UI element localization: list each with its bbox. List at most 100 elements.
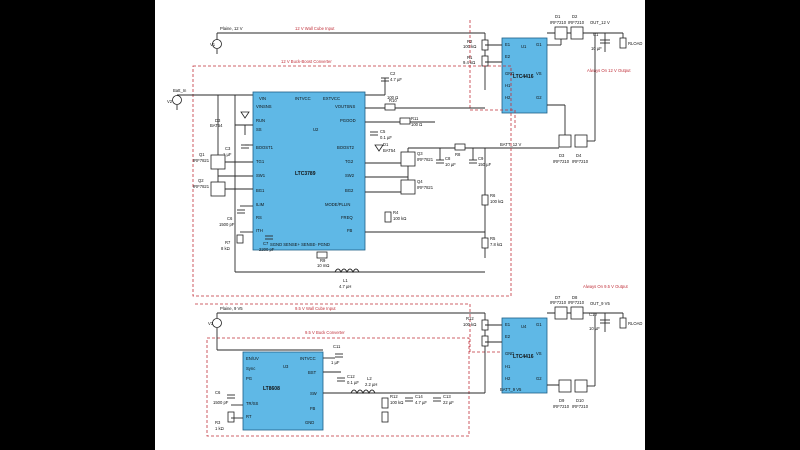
u4-pin-h2: H2: [505, 376, 511, 381]
ltc3789-name: LTC3789: [295, 171, 316, 177]
c13-value: 22 µF: [443, 400, 454, 405]
u3-label: U3: [283, 364, 289, 369]
pin-bottom-row: SGND SENSE+ SENSE- PGND: [270, 242, 330, 247]
pin-tg1: TG1: [256, 159, 265, 164]
buck-r3-label: R3: [215, 420, 221, 425]
c11-value: 1 µF: [331, 360, 340, 365]
c1-label: C1: [593, 32, 599, 37]
u1-pin-gnd: GND: [505, 71, 514, 76]
buck95-boundary: [206, 337, 470, 437]
c6-value: 1500 pF: [219, 222, 235, 227]
buck95-label: 9.5 V Buck Converter: [305, 330, 345, 335]
pin-intvcc: INTVCC: [295, 96, 311, 101]
ltc3789-ic: [252, 91, 366, 251]
v2-label: V2: [167, 99, 173, 104]
buck-r12-label: R12: [390, 394, 398, 399]
r12-label: R12: [466, 316, 474, 321]
v2-source: [172, 95, 182, 105]
out95-label: OUT_9 V5: [590, 301, 610, 306]
u4-pin-g2: G2: [536, 376, 542, 381]
u1-pin-g1: G1: [536, 42, 542, 47]
q1-part: IRF7821: [193, 158, 210, 163]
r10-value: 100 Ω: [387, 95, 398, 100]
r4-label: R4: [393, 210, 399, 215]
q2-fet: [210, 181, 226, 197]
wall95-label: 9.5 V Wall Cube Input: [295, 306, 336, 311]
c8-value: 10 µF: [445, 162, 456, 167]
pin-vin: VIN: [259, 96, 266, 101]
r7-value: 8 kΩ: [221, 246, 230, 251]
l2-value: 2.2 µH: [365, 382, 377, 387]
u1-pin-vs: VS: [536, 71, 542, 76]
l2-label: L2: [367, 376, 372, 381]
c2-value: 4.7 µF: [390, 77, 402, 82]
batt95-label: BATT_9 V5: [500, 387, 522, 392]
pin-vinsns: VINSNS: [256, 104, 272, 109]
q3-label: Q3: [417, 151, 423, 156]
pin-ith: ITH: [256, 228, 263, 233]
pin-ilim: ILIM: [256, 202, 265, 207]
batt-in-label: Batt_In: [173, 88, 187, 93]
v1-source: [212, 39, 222, 49]
lt-pin-en: EN/UV: [246, 356, 259, 361]
u4-pin-e1: E1: [505, 322, 511, 327]
u1-pin-h2: H2: [505, 95, 511, 100]
r5-value: 7.8 kΩ: [490, 242, 502, 247]
ltc4416-u4-name: LTC4416: [513, 354, 534, 360]
q2-label: Q2: [198, 178, 204, 183]
q4-part: IRF7821: [417, 185, 434, 190]
r1-value: 9.4 kΩ: [463, 60, 475, 65]
bb-d3-part: BAT54: [210, 123, 223, 128]
u4-pin-vs: VS: [536, 351, 542, 356]
r8-label: R8: [455, 152, 461, 157]
c5-label: C5: [380, 129, 386, 134]
r6-value: 100 kΩ: [490, 199, 503, 204]
fet-d1-name: IRF7210: [550, 20, 567, 25]
buck-r12-value: 100 kΩ: [390, 400, 403, 405]
u1-pin-e2: E2: [505, 54, 511, 59]
u4-pin-g1: G1: [536, 322, 542, 327]
lt-pin-rt: RT: [246, 414, 252, 419]
pin-extvcc: EXTVCC: [323, 96, 340, 101]
pin-ss: SS: [256, 127, 262, 132]
always12-label: Always On 12 V Output: [587, 68, 631, 73]
fet-d8-name: IRF7210: [568, 300, 585, 305]
c11-label: C11: [333, 344, 341, 349]
q1-label: Q1: [199, 152, 205, 157]
pin-freq: FREQ: [341, 215, 353, 220]
r5-label: R5: [490, 236, 496, 241]
c7-value: 2200 pF: [259, 247, 275, 252]
pin-rs: RS: [256, 215, 262, 220]
pin-fb: FB: [347, 228, 353, 233]
rload-bottom-label: RLOAD: [628, 321, 642, 326]
buck-r3-value: 1 kΩ: [215, 426, 224, 431]
fet-d4-name: IRF7210: [572, 159, 589, 164]
buckboost-boundary: [192, 65, 512, 297]
q3-fet: [400, 151, 416, 167]
c12-label: C12: [347, 374, 355, 379]
l1-label: L1: [343, 278, 348, 283]
c14-value: 4.7 µF: [415, 400, 427, 405]
q4-label: Q4: [417, 179, 423, 184]
q4-fet: [400, 179, 416, 195]
ltc4416-u1: [501, 37, 548, 114]
l1-value: 4.7 µH: [339, 284, 351, 289]
out12-label: OUT_12 V: [590, 20, 610, 25]
d2-label: D2: [572, 14, 578, 19]
r11-label: R11: [411, 116, 419, 121]
v3-source: [212, 318, 222, 328]
r12-value: 100 kΩ: [463, 322, 476, 327]
u4-pin-e2: E2: [505, 334, 511, 339]
pin-mode: MODE/PLLIN: [325, 202, 350, 207]
fet-d3-name: IRF7210: [553, 159, 570, 164]
fet-d10-name: IRF7210: [572, 404, 589, 409]
pin-run: RUN: [256, 118, 265, 123]
lt-pin-tr: TR/SS: [246, 401, 259, 406]
d7-label: D7: [555, 295, 561, 300]
pin-bg1: BG1: [256, 188, 265, 193]
ltc4416-u4: [501, 317, 548, 394]
lt-pin-bst: BST: [308, 370, 317, 375]
u1-pin-e1: E1: [505, 42, 511, 47]
pin-bg2: BG2: [345, 188, 354, 193]
fet-d7-name: IRF7210: [550, 300, 567, 305]
